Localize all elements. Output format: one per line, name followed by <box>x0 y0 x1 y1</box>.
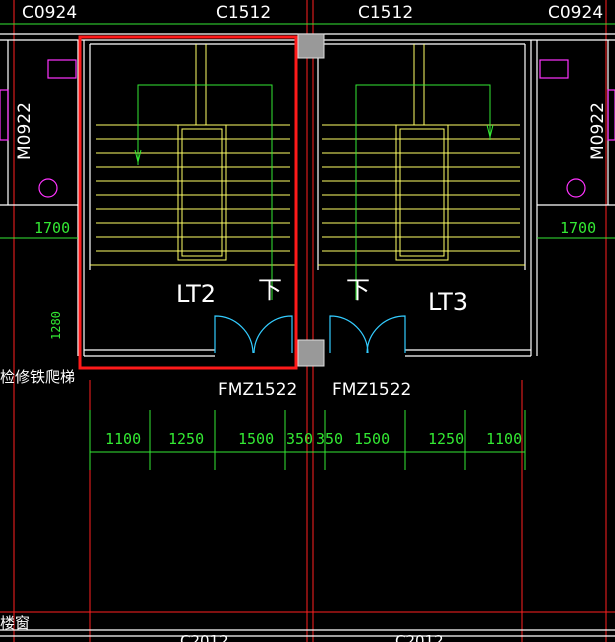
dimension-lines <box>0 23 615 470</box>
dim-8: 1100 <box>486 430 522 448</box>
down-mark-left: 下 <box>258 276 282 304</box>
highlight-box <box>78 35 298 370</box>
walls <box>0 33 615 637</box>
side-dim-left: 1700 <box>34 219 70 237</box>
small-dim: 1280 <box>49 311 63 340</box>
stair-right <box>318 44 525 266</box>
door-label-right: M0922 <box>588 102 608 160</box>
window-label-1: C0924 <box>22 3 77 23</box>
dim-1: 1100 <box>105 430 141 448</box>
window-label-4: C0924 <box>548 3 603 23</box>
bottom-left-text: 楼窗 <box>0 614 30 632</box>
dim-5: 350 <box>316 430 343 448</box>
stair-label-lt2: LT2 <box>176 280 216 308</box>
fire-door-label-right: FMZ1522 <box>332 380 411 400</box>
dim-4: 350 <box>286 430 313 448</box>
down-mark-right: 下 <box>346 276 370 304</box>
columns <box>297 33 325 367</box>
bottom-partial-1: C2012 <box>180 632 229 642</box>
dim-2: 1250 <box>168 430 204 448</box>
stair-arrows <box>134 84 494 300</box>
fire-door-label-left: FMZ1522 <box>218 380 297 400</box>
stair-left <box>90 44 296 266</box>
door-swings <box>214 315 406 354</box>
dim-3: 1500 <box>238 430 274 448</box>
stair-label-lt3: LT3 <box>428 288 468 316</box>
door-label-left: M0922 <box>15 102 35 160</box>
ladder-label: 检修铁爬梯 <box>0 368 75 386</box>
window-label-2: C1512 <box>216 3 271 23</box>
bottom-dims: 1100 1250 1500 350 350 1500 1250 1100 <box>105 430 522 448</box>
dim-7: 1250 <box>428 430 464 448</box>
side-dim-right: 1700 <box>560 219 596 237</box>
dim-6: 1500 <box>354 430 390 448</box>
bottom-partial-2: C2012 <box>395 632 444 642</box>
window-label-3: C1512 <box>358 3 413 23</box>
fixtures <box>0 59 615 198</box>
